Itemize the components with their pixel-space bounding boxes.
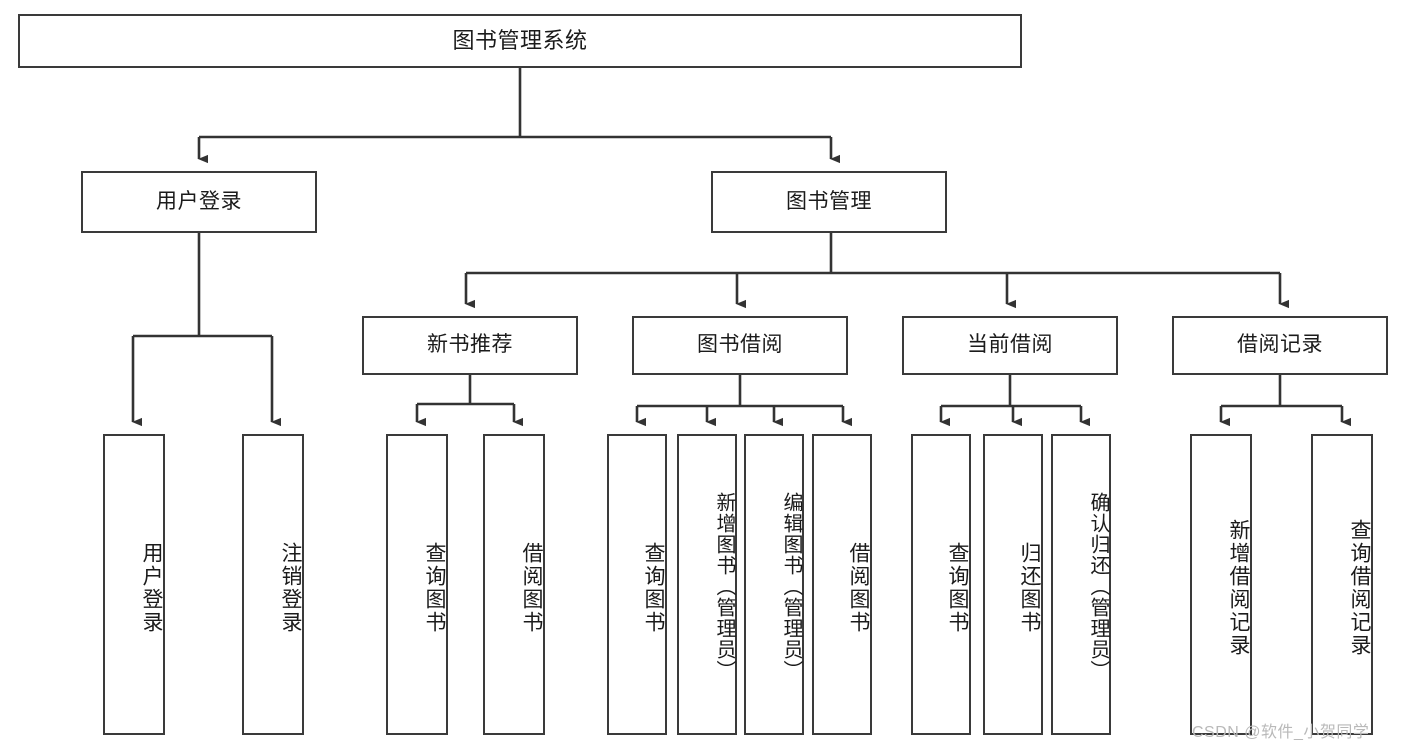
- leaf-return-book[interactable]: 归还图书: [983, 434, 1043, 735]
- node-new-book-recommend[interactable]: 新书推荐: [362, 316, 578, 375]
- leaf-add-book-admin[interactable]: 新增图书（管理员）: [677, 434, 737, 735]
- node-user-login[interactable]: 用户登录: [81, 171, 317, 233]
- node-book-management[interactable]: 图书管理: [711, 171, 947, 233]
- leaf-confirm-return-admin[interactable]: 确认归还（管理员）: [1051, 434, 1111, 735]
- leaf-add-borrow-record[interactable]: 新增借阅记录: [1190, 434, 1252, 735]
- node-current-borrow[interactable]: 当前借阅: [902, 316, 1118, 375]
- leaf-borrow-book-1[interactable]: 借阅图书: [483, 434, 545, 735]
- leaf-logout-login[interactable]: 注销登录: [242, 434, 304, 735]
- csdn-watermark: CSDN @软件_小贺同学: [1192, 724, 1370, 741]
- node-root-book-management-system[interactable]: 图书管理系统: [18, 14, 1022, 68]
- leaf-query-book-2[interactable]: 查询图书: [607, 434, 667, 735]
- leaf-user-login[interactable]: 用户登录: [103, 434, 165, 735]
- leaf-query-book-1[interactable]: 查询图书: [386, 434, 448, 735]
- leaf-borrow-book-2[interactable]: 借阅图书: [812, 434, 872, 735]
- leaf-query-borrow-record[interactable]: 查询借阅记录: [1311, 434, 1373, 735]
- leaf-edit-book-admin[interactable]: 编辑图书（管理员）: [744, 434, 804, 735]
- node-borrow-record[interactable]: 借阅记录: [1172, 316, 1388, 375]
- leaf-query-book-3[interactable]: 查询图书: [911, 434, 971, 735]
- node-book-borrow[interactable]: 图书借阅: [632, 316, 848, 375]
